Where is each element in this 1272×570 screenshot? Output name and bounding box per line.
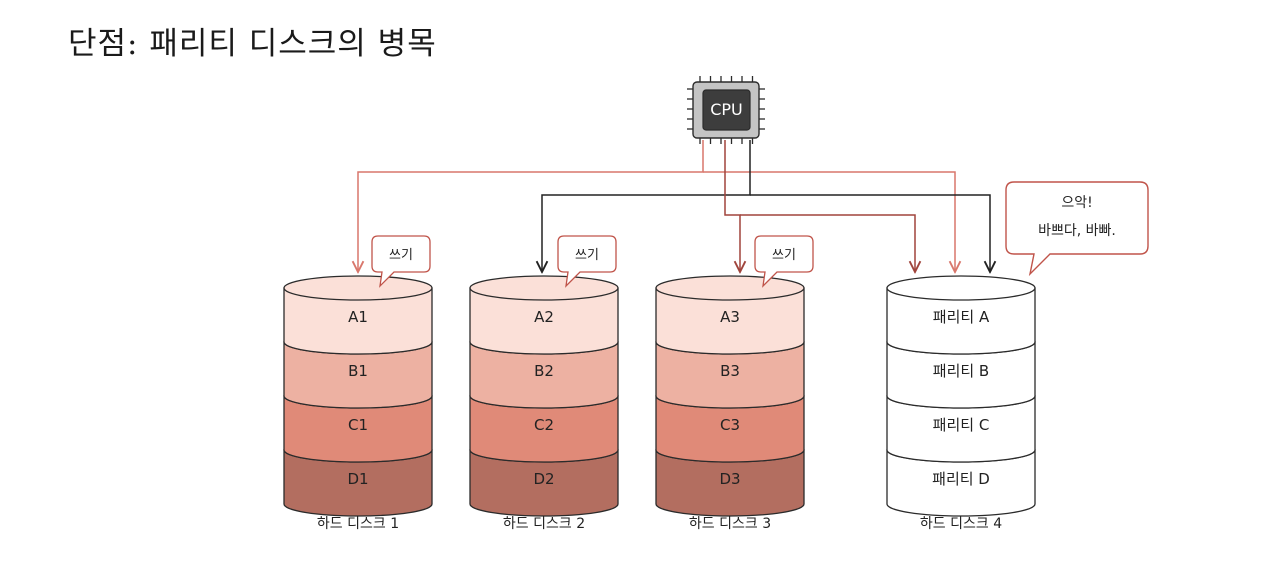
disk-block-label: B1 bbox=[348, 362, 368, 380]
page-title: 단점: 패리티 디스크의 병목 bbox=[68, 26, 437, 62]
disk-block: 패리티 A bbox=[886, 275, 1036, 355]
disk-block-label: A3 bbox=[720, 308, 740, 326]
parity-bubble-line-1: 으악! bbox=[1061, 195, 1092, 211]
cpu-label: CPU bbox=[710, 100, 743, 119]
disk-block-label: D1 bbox=[347, 470, 368, 488]
hard-disk-3: D3 C3 B3 A3 하드 디스크 3 bbox=[655, 275, 805, 532]
cpu-chip: CPU bbox=[687, 76, 765, 144]
line-cpu-to-parity-dark bbox=[750, 194, 990, 272]
disk-block-label: B2 bbox=[534, 362, 554, 380]
disk-block-label: D2 bbox=[533, 470, 554, 488]
parity-bubble-line-2: 바쁘다, 바빠. bbox=[1038, 223, 1116, 239]
disk-block-label: A2 bbox=[534, 308, 554, 326]
write-bubble-2: 쓰기 bbox=[557, 235, 617, 288]
line-cpu-to-disk-2 bbox=[542, 140, 751, 272]
disk-block-label: D3 bbox=[719, 470, 740, 488]
write-bubble-3: 쓰기 bbox=[754, 235, 814, 288]
disk-block-label: 패리티 D bbox=[932, 470, 990, 488]
disk-group: D1 C1 B1 A1 하드 디스크 1 D2 C2 B2 A2 하드 디스크 2 D3 C3 B3 A3… bbox=[283, 275, 1036, 532]
disk-block-label: B3 bbox=[720, 362, 740, 380]
parity-speech-bubble: 으악! 바쁘다, 바빠. bbox=[1005, 181, 1149, 277]
cpu-pins bbox=[687, 76, 765, 144]
line-cpu-to-parity-darkred bbox=[740, 214, 915, 272]
disk-block-label: C2 bbox=[534, 416, 554, 434]
disk-block-label: C1 bbox=[348, 416, 368, 434]
write-label: 쓰기 bbox=[575, 248, 599, 263]
disk-block: A2 bbox=[469, 275, 619, 355]
hard-disk-label: 하드 디스크 2 bbox=[503, 516, 585, 532]
disk-block-label: 패리티 C bbox=[933, 416, 990, 434]
disk-block: A3 bbox=[655, 275, 805, 355]
write-bubble-1: 쓰기 bbox=[371, 235, 431, 288]
line-cpu-to-parity-red bbox=[703, 171, 955, 272]
write-bubbles: 쓰기 쓰기 쓰기 bbox=[371, 235, 814, 288]
line-cpu-to-disk-1 bbox=[358, 140, 704, 272]
disk-block-label: 패리티 B bbox=[933, 362, 989, 380]
write-label: 쓰기 bbox=[389, 248, 413, 263]
disk-block-label: A1 bbox=[348, 308, 368, 326]
hard-disk-4: 패리티 D 패리티 C 패리티 B 패리티 A 하드 디스크 4 bbox=[886, 275, 1036, 532]
hard-disk-label: 하드 디스크 1 bbox=[317, 516, 399, 532]
hard-disk-1: D1 C1 B1 A1 하드 디스크 1 bbox=[283, 275, 433, 532]
disk-block-label: 패리티 A bbox=[933, 308, 990, 326]
connections bbox=[358, 140, 990, 272]
write-label: 쓰기 bbox=[772, 248, 796, 263]
line-cpu-to-disk-3 bbox=[724, 140, 740, 272]
hard-disk-label: 하드 디스크 3 bbox=[689, 516, 771, 532]
hard-disk-label: 하드 디스크 4 bbox=[920, 516, 1002, 532]
disk-block: A1 bbox=[283, 275, 433, 355]
disk-block-label: C3 bbox=[720, 416, 740, 434]
hard-disk-2: D2 C2 B2 A2 하드 디스크 2 bbox=[469, 275, 619, 532]
